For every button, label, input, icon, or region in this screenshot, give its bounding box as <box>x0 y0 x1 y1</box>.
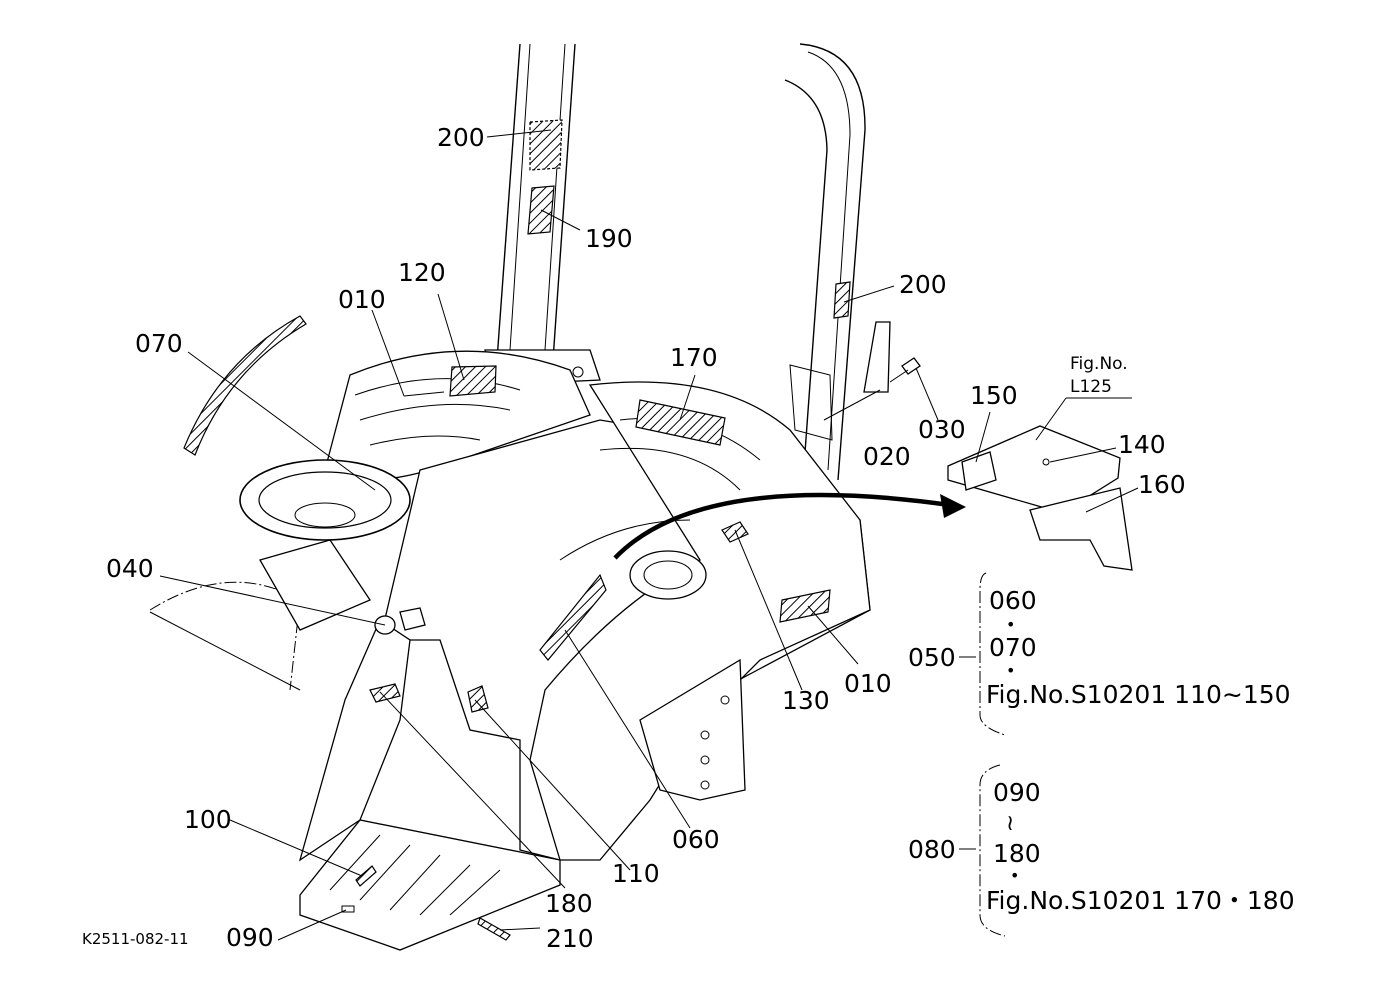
callout-200-right: 200 <box>899 270 947 299</box>
callout-060: 060 <box>672 825 720 854</box>
decal-200-right <box>833 281 851 319</box>
decal-060 <box>539 573 607 661</box>
group-080-ref: Fig.No.S10201 170・180 <box>986 886 1295 915</box>
part-020-plate <box>863 321 891 393</box>
decal-170 <box>635 399 726 446</box>
callout-110: 110 <box>612 859 660 888</box>
part-040-knob <box>399 607 426 631</box>
decal-120 <box>449 365 497 397</box>
brace-080 <box>979 764 1006 937</box>
group-050-ref: Fig.No.S10201 110∼150 <box>986 680 1291 709</box>
decal-090 <box>341 905 355 913</box>
callout-200-upper: 200 <box>437 123 485 152</box>
group-080-label: 080 <box>908 835 956 864</box>
decal-110 <box>467 685 489 713</box>
decal-200-upper <box>529 119 563 171</box>
figref-prefix: Fig.No. <box>1070 354 1128 374</box>
callout-030: 030 <box>918 415 966 444</box>
decal-130 <box>721 521 749 543</box>
callout-140: 140 <box>1118 430 1166 459</box>
callout-100: 100 <box>184 805 232 834</box>
group-050-label: 050 <box>908 643 956 672</box>
transfer-arrow <box>613 492 951 560</box>
group-080-sep1: ≀ <box>1006 811 1014 836</box>
drawing-id: K2511-082-11 <box>82 930 189 948</box>
callout-160: 160 <box>1138 470 1186 499</box>
group-080-item1: 090 <box>993 778 1041 807</box>
callout-170: 170 <box>670 343 718 372</box>
leader-lines <box>159 129 1139 941</box>
callout-190: 190 <box>585 224 633 253</box>
decal-100 <box>355 865 377 887</box>
callout-130: 130 <box>782 686 830 715</box>
group-050-sep1: • <box>1006 615 1015 634</box>
figref-code: L125 <box>1070 377 1112 397</box>
brace-050 <box>979 572 1006 736</box>
group-050-item2: 070 <box>989 633 1037 662</box>
callout-010-right: 010 <box>844 669 892 698</box>
callout-040: 040 <box>106 554 154 583</box>
callout-010-left: 010 <box>338 285 386 314</box>
group-050-sep2: • <box>1006 661 1015 680</box>
callout-070: 070 <box>135 329 183 358</box>
callout-180: 180 <box>545 889 593 918</box>
group-080-item2: 180 <box>993 839 1041 868</box>
callout-210: 210 <box>546 924 594 953</box>
detached-bracket <box>947 425 1133 571</box>
callout-150: 150 <box>970 381 1018 410</box>
decal-070 <box>183 315 307 456</box>
callout-090: 090 <box>226 923 274 952</box>
callout-120: 120 <box>398 258 446 287</box>
transfer-arrow-head <box>940 494 966 518</box>
group-080-sep2: • <box>1010 866 1019 885</box>
decal-010-right <box>779 589 831 623</box>
decal-210 <box>477 917 511 941</box>
decal-180 <box>369 683 401 703</box>
tractor-body <box>149 350 871 951</box>
steering-wheel <box>239 459 411 541</box>
group-050-item1: 060 <box>989 586 1037 615</box>
callout-020: 020 <box>863 442 911 471</box>
